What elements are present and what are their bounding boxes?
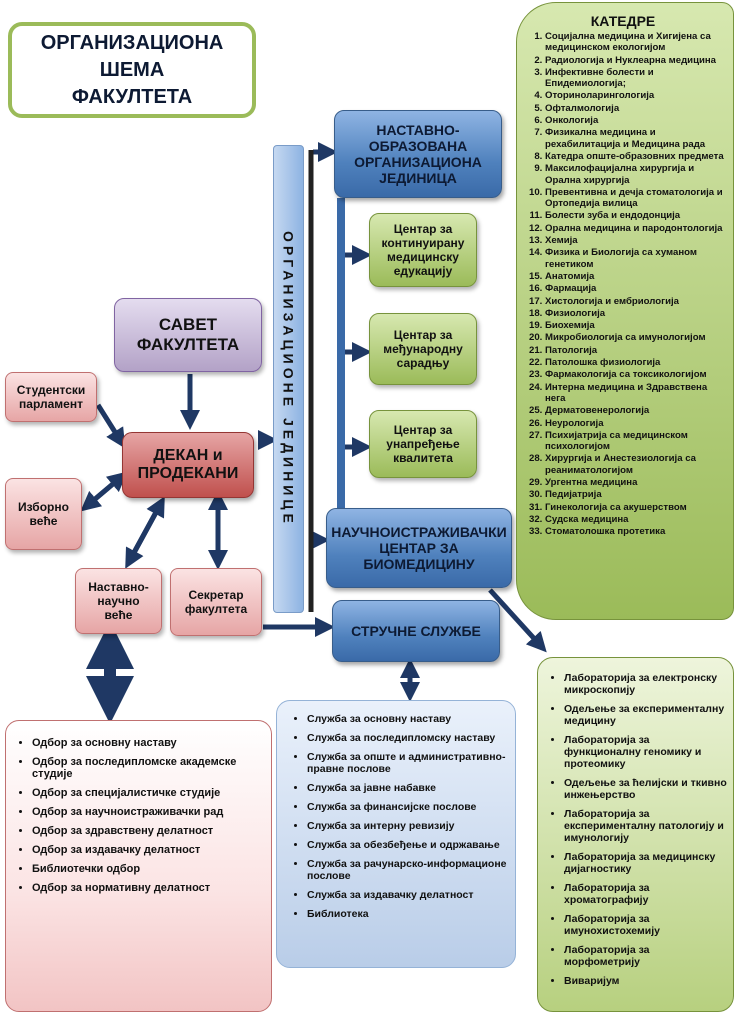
department-item: Инфективне болести и Епидемиологија; <box>545 67 725 90</box>
committee-item: Одбор за основну наставу <box>32 737 263 749</box>
secretary-box[interactable]: Секретар факултета <box>170 568 262 636</box>
department-item: Хемија <box>545 235 725 246</box>
services-panel: Служба за основну наставуСлужба за после… <box>276 700 516 968</box>
organizational-units-bar: ОРГАНИЗАЦИОНЕ ЈЕДИНИЦЕ <box>273 145 304 613</box>
service-item: Служба за обезбеђење и одржавање <box>307 839 509 851</box>
department-item: Онкологија <box>545 115 725 126</box>
service-item: Служба за рачунарско-информационе послов… <box>307 858 509 882</box>
laboratory-item: Лабораторија за електронску микроскопију <box>564 672 727 696</box>
department-item: Микробиологија са имунологијом <box>545 332 725 343</box>
department-item: Психијатрија са медицинском психологијом <box>545 430 725 453</box>
department-item: Патологија <box>545 345 725 356</box>
laboratory-item: Лабораторија за експерименталну патологи… <box>564 808 727 844</box>
department-item: Физиологија <box>545 308 725 319</box>
service-item: Служба за интерну ревизију <box>307 820 509 832</box>
laboratory-item: Лабораторија за имунохистохемију <box>564 913 727 937</box>
center-box[interactable]: Центар за међународну сарадњу <box>369 313 477 385</box>
service-item: Служба за последипломску наставу <box>307 732 509 744</box>
laboratory-item: Лабораторија за функционалну геномику и … <box>564 734 727 770</box>
department-item: Гинекологија са акушерством <box>545 502 725 513</box>
services-box[interactable]: СТРУЧНЕ СЛУЖБЕ <box>332 600 500 662</box>
laboratories-panel: Лабораторија за електронску микроскопију… <box>537 657 734 1012</box>
department-item: Патолошка физиологија <box>545 357 725 368</box>
laboratory-item: Лабораторија за хроматографију <box>564 882 727 906</box>
department-item: Офталмологија <box>545 103 725 114</box>
center-box[interactable]: Центар за континуирану медицинску едукац… <box>369 213 477 287</box>
department-item: Анатомија <box>545 271 725 282</box>
department-item: Хирургија и Анестезиологија са реанимато… <box>545 453 725 476</box>
service-item: Служба за финансијске послове <box>307 801 509 813</box>
department-item: Педијатрија <box>545 489 725 500</box>
center-box[interactable]: Центар за унапређење квалитета <box>369 410 477 478</box>
department-item: Болести зуба и ендодонција <box>545 210 725 221</box>
service-item: Библиотека <box>307 908 509 920</box>
teaching-unit-box[interactable]: НАСТАВНО-ОБРАЗОВАНА ОРГАНИЗАЦИОНА ЈЕДИНИ… <box>334 110 502 198</box>
department-item: Судска медицина <box>545 514 725 525</box>
department-item: Хистологија и ембриологија <box>545 296 725 307</box>
page-title: ОРГАНИЗАЦИОНА ШЕМА ФАКУЛТЕТА <box>8 22 256 118</box>
department-item: Ургентна медицина <box>545 477 725 488</box>
departments-title: КАТЕДРЕ <box>590 13 656 29</box>
service-item: Служба за основну наставу <box>307 713 509 725</box>
service-item: Служба за јавне набавке <box>307 782 509 794</box>
electoral-council-box[interactable]: Изборно веће <box>5 478 82 550</box>
department-item: Орална медицина и пародонтологија <box>545 223 725 234</box>
committee-item: Одбор за издавачку делатност <box>32 844 263 856</box>
committee-item: Одбор за последипломске академске студиј… <box>32 756 263 780</box>
committee-item: Одбор за нормативну делатност <box>32 882 263 894</box>
departments-panel: КАТЕДРЕ Социјална медицина и Хигијена са… <box>516 2 734 620</box>
committees-panel: Одбор за основну наставуОдбор за последи… <box>5 720 272 1012</box>
laboratory-item: Одељење за експерименталну медицину <box>564 703 727 727</box>
department-item: Превентивна и дечја стоматологија и Орто… <box>545 187 725 210</box>
teaching-council-box[interactable]: Наставно-научно веће <box>75 568 162 634</box>
laboratory-item: Лабораторија за морфометрију <box>564 944 727 968</box>
department-item: Интерна медицина и Здравствена нега <box>545 382 725 405</box>
service-item: Служба за издавачку делатност <box>307 889 509 901</box>
committee-item: Одбор за научноистраживачки рад <box>32 806 263 818</box>
service-item: Служба за опште и административно-правне… <box>307 751 509 775</box>
department-item: Неурологија <box>545 418 725 429</box>
department-item: Фармација <box>545 283 725 294</box>
laboratory-item: Виваријум <box>564 975 727 987</box>
student-parliament-box[interactable]: Студентски парламент <box>5 372 97 422</box>
department-item: Катедра опште-образовних предмета <box>545 151 725 162</box>
department-item: Фармакологија са токсикологијом <box>545 369 725 380</box>
council-box[interactable]: САВЕТ ФАКУЛТЕТА <box>114 298 262 372</box>
department-item: Оториноларингологија <box>545 90 725 101</box>
department-item: Стоматолошка протетика <box>545 526 725 537</box>
committee-item: Одбор за здравствену делатност <box>32 825 263 837</box>
units-bar-label: ОРГАНИЗАЦИОНЕ ЈЕДИНИЦЕ <box>280 231 297 527</box>
department-item: Физикална медицина и рехабилитација и Ме… <box>545 127 725 150</box>
laboratory-item: Лабораторија за медицинску дијагностику <box>564 851 727 875</box>
department-item: Дерматовенерологија <box>545 405 725 416</box>
department-item: Радиологија и Нуклеарна медицина <box>545 55 725 66</box>
department-item: Физика и Биологија са хуманом генетиком <box>545 247 725 270</box>
department-item: Социјална медицина и Хигијена са медицин… <box>545 31 725 54</box>
department-item: Максилофацијална хирургија и Орална хиру… <box>545 163 725 186</box>
committee-item: Библиотечки одбор <box>32 863 263 875</box>
dean-box[interactable]: ДЕКАН и ПРОДЕКАНИ <box>122 432 254 498</box>
laboratory-item: Одељење за ћелијски и ткивно инжењерство <box>564 777 727 801</box>
department-item: Биохемија <box>545 320 725 331</box>
committee-item: Одбор за специјалистичке студије <box>32 787 263 799</box>
research-center-box[interactable]: НАУЧНОИСТРАЖИВАЧКИ ЦЕНТАР ЗА БИОМЕДИЦИНУ <box>326 508 512 588</box>
